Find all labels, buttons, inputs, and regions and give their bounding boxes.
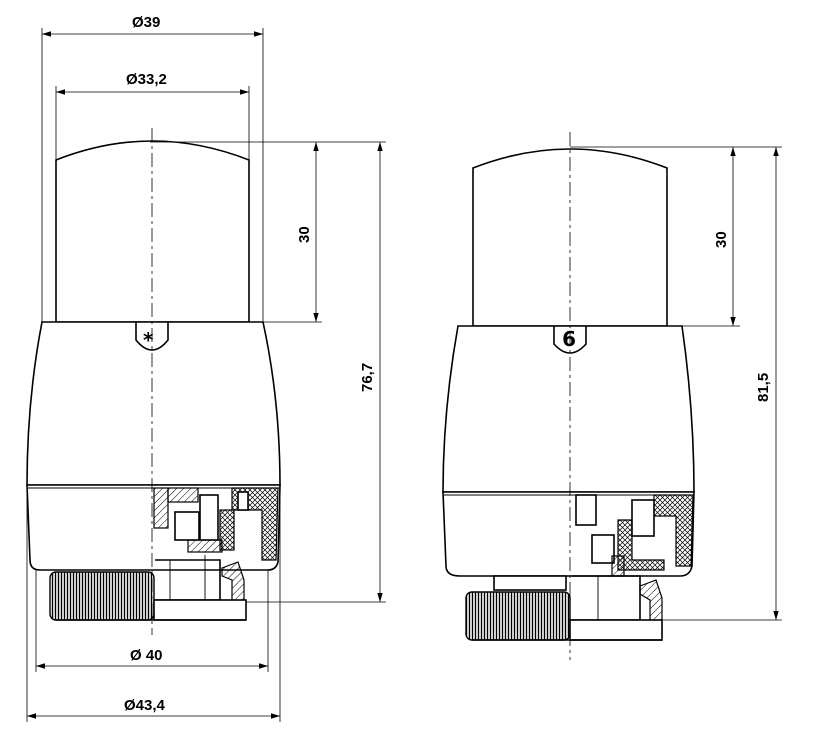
dim-right-total-height: 81,5 <box>755 373 772 402</box>
right-symbol-mark: 9 <box>562 326 576 350</box>
dim-diameter-cap: Ø33,2 <box>126 71 167 88</box>
dim-right-cap-height: 30 <box>713 231 730 248</box>
right-dimensions: 30 81,5 <box>570 146 782 621</box>
right-thermostat-head: 9 <box>442 132 695 660</box>
right-knurled-nut <box>465 591 571 641</box>
dim-left-cap-height: 30 <box>296 226 313 243</box>
left-body <box>26 321 281 486</box>
left-dimensions: Ø39 Ø33,2 30 76,7 Ø 40 Ø43,4 <box>26 14 386 722</box>
dim-diameter-top: Ø39 <box>132 14 160 31</box>
left-cap <box>55 140 250 323</box>
dim-left-total-height: 76,7 <box>359 363 376 392</box>
dim-diameter-nut: Ø 40 <box>130 647 163 664</box>
left-knurled-nut <box>49 571 155 621</box>
left-symbol-mark: * <box>143 328 154 352</box>
dim-diameter-body: Ø43,4 <box>124 697 166 714</box>
left-thermostat-head: * <box>26 128 281 635</box>
left-notch <box>135 322 169 351</box>
